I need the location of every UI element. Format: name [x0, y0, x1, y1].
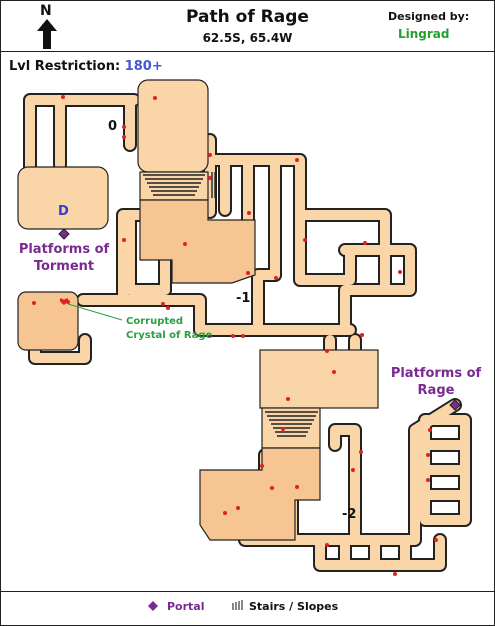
stairs-marker: [143, 172, 318, 437]
crystal-label: Corrupted Crystal of Rage: [126, 315, 212, 343]
upper-hall: [137, 79, 209, 173]
level-restriction-value: 180+: [124, 59, 163, 74]
location-label: Platforms of: [390, 366, 482, 381]
level-marker-0: 0: [108, 119, 118, 134]
header-divider: [0, 51, 495, 52]
crystal-room: [17, 291, 79, 351]
lower-chamber: [199, 447, 321, 541]
map-title: Path of Rage: [186, 7, 309, 27]
legend-stairs-label: Stairs / Slopes: [249, 600, 339, 613]
legend-portal-label: Portal: [167, 600, 205, 613]
designed-by-label: Designed by:: [388, 10, 470, 23]
level-marker-minus-1: -1: [236, 291, 251, 306]
level-marker-minus-2: -2: [342, 507, 357, 522]
crystal-icon: [59, 298, 69, 305]
mob-spawns: [32, 95, 438, 576]
location-label: Torment: [33, 259, 95, 274]
crystal-label-line: Crystal of Rage: [126, 330, 213, 341]
lower-hall: [259, 349, 379, 409]
legend-stairs-icon: [232, 600, 243, 610]
level-restriction-label: Lvl Restriction:: [9, 59, 121, 74]
portal-icon: [58, 228, 70, 240]
compass-label: N: [40, 3, 52, 19]
legend-portal-icon: [148, 601, 158, 611]
north-arrow-icon: [37, 19, 57, 49]
upper-stair-room: [139, 171, 209, 201]
level-restriction: Lvl Restriction: 180+: [9, 59, 163, 74]
location-platforms-of-rage: Platforms of Rage: [384, 365, 488, 399]
location-platforms-of-torment: Platforms of Torment: [8, 241, 120, 275]
crystal-label-line: Corrupted: [126, 316, 184, 327]
torment-room: [17, 166, 109, 230]
compass: N: [34, 3, 60, 49]
designer-name: Lingrad: [398, 27, 450, 41]
crystal-pointer: [67, 303, 123, 321]
map-coordinates: 62.5S, 65.4W: [202, 31, 293, 45]
middle-hall: [139, 199, 256, 284]
legend-divider: [0, 591, 495, 592]
location-label: Rage: [417, 383, 455, 398]
portal-icon: [449, 399, 461, 411]
door-label: D: [58, 204, 69, 219]
location-label: Platforms of: [18, 242, 110, 257]
